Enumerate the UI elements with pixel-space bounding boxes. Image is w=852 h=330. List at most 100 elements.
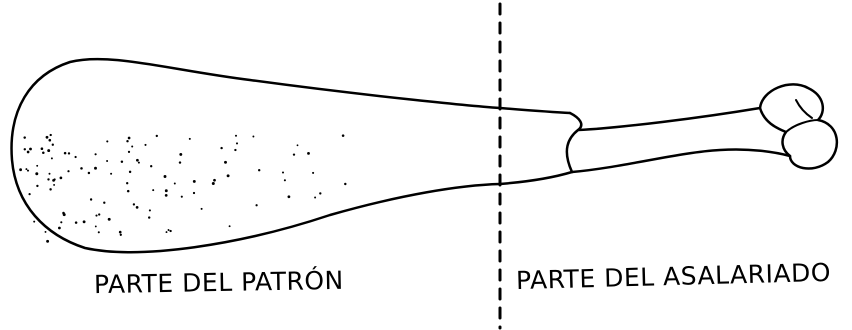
stipple-dot: [255, 204, 257, 206]
stipple-dot: [319, 192, 321, 194]
stipple-dot: [75, 156, 77, 158]
stipple-dot: [119, 231, 122, 234]
stipple-dot: [28, 193, 30, 195]
stipple-dot: [227, 174, 230, 177]
stipple-dot: [48, 139, 51, 142]
stipple-dot: [90, 198, 92, 200]
stipple-dot: [108, 218, 111, 221]
stipple-dot: [129, 171, 131, 173]
stipple-dot: [312, 172, 314, 174]
stipple-dot: [106, 160, 108, 162]
stipple-dot: [235, 135, 237, 137]
stipple-dot: [36, 185, 38, 187]
stipple-dot: [168, 229, 170, 231]
stipple-dot: [106, 140, 108, 142]
stipple-dot: [27, 170, 29, 172]
stipple-dot: [297, 144, 299, 146]
stipple-dot: [293, 153, 295, 155]
stipple-dot: [201, 208, 203, 210]
stipple-dot: [307, 152, 310, 155]
stipple-dot: [94, 167, 97, 170]
drumstick-meat: [12, 59, 500, 252]
stipple-dot: [144, 144, 146, 146]
stipple-dot: [24, 148, 26, 150]
drumstick-meat-right: [500, 108, 572, 184]
stipple-dot: [62, 212, 65, 215]
stipple-dot: [174, 183, 176, 185]
bone-knob-inner: [786, 100, 818, 132]
bone-shaft: [572, 108, 790, 172]
stipple-dot: [36, 165, 38, 167]
stipple-dot: [127, 190, 130, 193]
stipple-dot: [344, 183, 346, 185]
stipple-dot: [165, 194, 168, 197]
stipple-dot: [60, 221, 62, 223]
stipple-dot: [49, 173, 51, 175]
stipple-dot: [164, 175, 167, 178]
stipple-dot: [41, 147, 44, 150]
stipple-dot: [252, 136, 254, 138]
stipple-dot: [150, 165, 152, 167]
stipple-dot: [156, 135, 158, 137]
stipple-dot: [148, 216, 150, 218]
stipple-dot: [120, 234, 122, 236]
stipple-dot: [27, 151, 30, 154]
stipple-dot: [51, 157, 53, 159]
stipple-dot: [136, 206, 139, 209]
stipple-dot: [68, 152, 70, 154]
stipple-dot: [234, 149, 236, 151]
stipple-dot: [284, 179, 286, 181]
stipple-dot: [193, 192, 195, 194]
stipple-dot: [67, 170, 69, 172]
stipple-dot: [121, 160, 123, 162]
stipple-dot: [50, 134, 52, 136]
stipple-dot: [212, 182, 215, 185]
stipple-dot: [33, 221, 35, 223]
stipple-dot: [53, 184, 55, 186]
stipple-dot: [75, 221, 78, 224]
stipple-dot: [49, 188, 51, 190]
stipple-dot: [152, 189, 154, 191]
stipple-dot: [103, 202, 105, 204]
stipple-dot: [179, 161, 181, 163]
stipple-dot: [19, 168, 22, 171]
stipple-dot: [181, 196, 183, 198]
stipple-dot: [224, 161, 227, 164]
stipple-dot: [236, 142, 238, 144]
label-parte-del-patron: PARTE DEL PATRÓN: [94, 268, 344, 297]
stipple-dot: [47, 149, 50, 152]
stipple-dot: [64, 152, 67, 155]
stipple-dot: [47, 178, 49, 180]
stipple-dot: [165, 189, 168, 192]
stipple-dot: [52, 179, 55, 182]
stipple-dot: [60, 177, 63, 180]
stipple-dot: [23, 136, 25, 138]
stipple-dot: [29, 148, 32, 151]
bone-knob: [760, 84, 837, 168]
stipple-dot: [128, 137, 131, 140]
stipple-dot: [126, 140, 128, 142]
stipple-dot: [98, 231, 100, 233]
stipple-dot: [138, 162, 140, 164]
stipple-dot: [213, 179, 216, 182]
stipple-dot: [80, 167, 83, 170]
stipple-dot: [95, 225, 97, 227]
stipple-dot: [342, 134, 345, 137]
stipple-dot: [88, 172, 90, 174]
stipple-dot: [58, 227, 61, 230]
stipple-dot: [149, 209, 151, 211]
stipple-dot: [52, 144, 54, 146]
stipple-dot: [220, 147, 222, 149]
stipple-dot: [128, 151, 130, 153]
stipple-dot: [126, 182, 128, 184]
stipple-dot: [110, 173, 112, 175]
stipple-dot: [42, 152, 45, 155]
stipple-dot: [288, 195, 291, 198]
stipple-dot: [46, 136, 49, 139]
stipple-dot: [258, 169, 260, 171]
stipple-dot: [229, 225, 231, 227]
stipple-dot: [179, 153, 182, 156]
stipple-dot: [189, 138, 191, 140]
stipple-dot: [83, 220, 86, 223]
stipple-dot: [45, 231, 47, 233]
